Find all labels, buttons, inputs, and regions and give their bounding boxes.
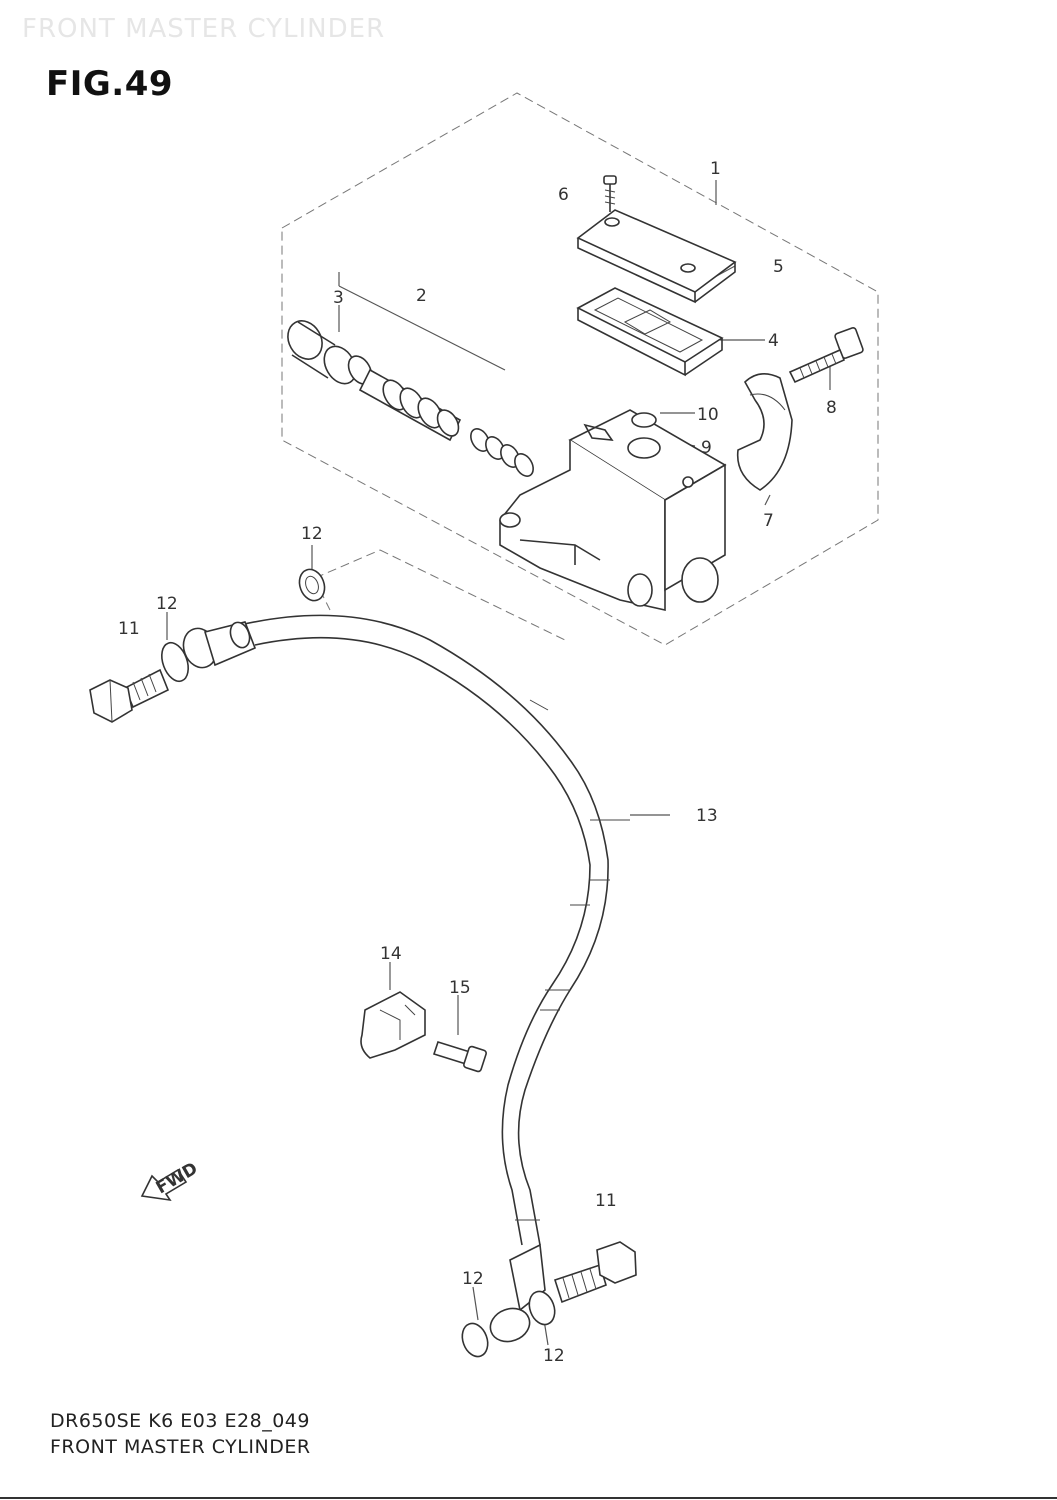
brake-hose-part-13 bbox=[239, 614, 630, 1246]
hose-clamp-part-14 bbox=[360, 991, 426, 1059]
leader-lines bbox=[166, 180, 831, 1346]
screw-part-6 bbox=[603, 175, 617, 212]
callout-9: 9 bbox=[701, 438, 712, 458]
callout-8: 8 bbox=[826, 398, 837, 418]
callout-5: 5 bbox=[773, 257, 784, 277]
diaphragm-part-4 bbox=[576, 287, 724, 377]
master-cylinder-body bbox=[499, 409, 727, 611]
bolt-part-15 bbox=[432, 1041, 487, 1073]
upper-banjo-fitting bbox=[89, 568, 326, 723]
page-bottom-border bbox=[0, 1497, 1057, 1499]
figure-label: FIG.49 bbox=[46, 64, 174, 104]
callout-4: 4 bbox=[768, 331, 779, 351]
callout-1: 1 bbox=[710, 159, 721, 179]
watermark-title: FRONT MASTER CYLINDER bbox=[22, 14, 386, 44]
clamp-part-7 bbox=[736, 373, 793, 491]
lower-banjo-fitting bbox=[461, 1241, 637, 1358]
fwd-arrow-icon: FWD bbox=[140, 1159, 202, 1202]
callout-2: 2 bbox=[416, 286, 427, 306]
callout-14: 14 bbox=[380, 944, 402, 964]
diagram-name: FRONT MASTER CYLINDER bbox=[50, 1436, 311, 1458]
callout-12-lower-right: 12 bbox=[543, 1346, 565, 1366]
callout-13: 13 bbox=[696, 806, 718, 826]
callout-15: 15 bbox=[449, 978, 471, 998]
callout-11-lower: 11 bbox=[595, 1191, 617, 1211]
piston-kit-part-2 bbox=[287, 320, 534, 477]
callout-10: 10 bbox=[697, 405, 719, 425]
callout-7: 7 bbox=[763, 511, 774, 531]
callout-3: 3 bbox=[333, 288, 344, 308]
callout-6: 6 bbox=[558, 185, 569, 205]
callout-12-lower-left: 12 bbox=[462, 1269, 484, 1289]
diagram-code: DR650SE K6 E03 E28_049 bbox=[50, 1410, 310, 1432]
bolt-part-8 bbox=[788, 327, 864, 384]
callout-numbers: 1 2 3 4 5 6 7 8 9 10 11 11 12 12 12 12 1… bbox=[118, 159, 837, 1366]
fwd-label: FWD bbox=[153, 1159, 202, 1199]
callout-12-upper-right: 12 bbox=[301, 524, 323, 544]
callout-12-upper-left: 12 bbox=[156, 594, 178, 614]
reservoir-cover-part-5 bbox=[576, 209, 737, 304]
callout-11-upper: 11 bbox=[118, 619, 140, 639]
